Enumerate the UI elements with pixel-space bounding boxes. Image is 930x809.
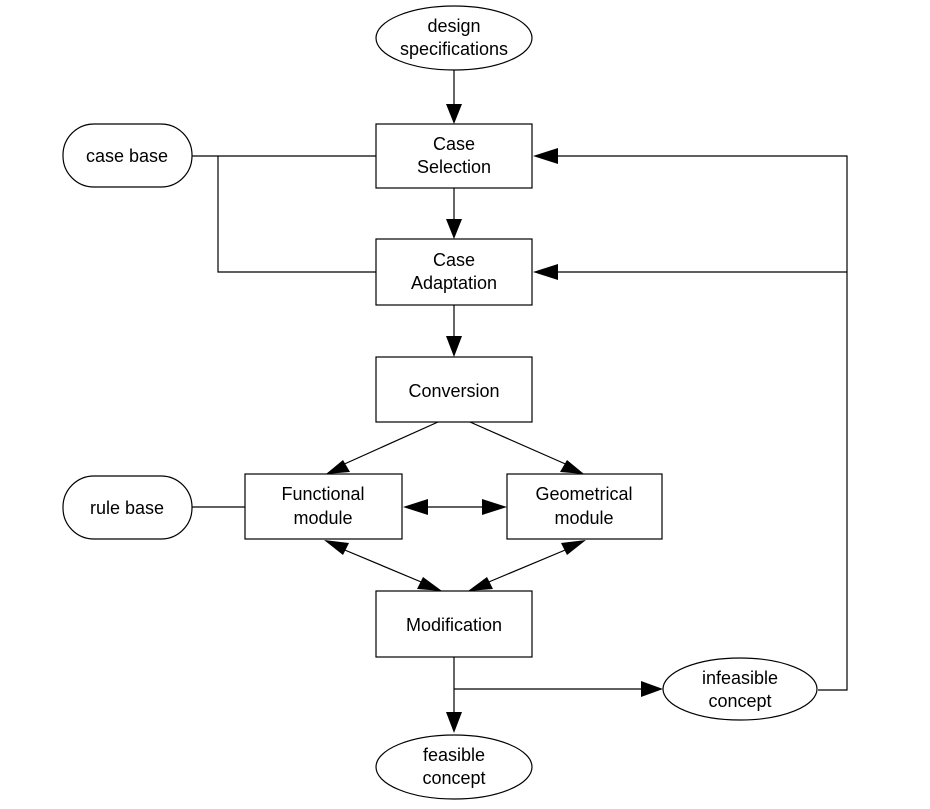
arrowhead-feasible-top [446,712,462,733]
arrowhead-modification-left [417,577,442,591]
infeasible-concept-line1: infeasible [702,668,778,688]
case-adaptation-line1: Case [433,250,475,270]
functional-module-line1: Functional [281,484,364,504]
edge-casebase-to-adaptation [217,156,376,273]
arrowhead-geometrical-top [560,460,584,474]
geometrical-module-line1: Geometrical [535,484,632,504]
infeasible-concept-line2: concept [708,691,771,711]
modification-label: Modification [406,615,502,635]
arrowhead-adaptation-top [446,219,462,239]
functional-module-line2: module [293,508,352,528]
arrowhead-geometrical-bottom [561,540,586,555]
case-selection-line1: Case [433,134,475,154]
arrowhead-functional-right [403,499,428,515]
connectors [192,70,848,715]
node-case-selection: Case Selection [375,123,533,189]
arrowhead-infeasible-left [641,681,663,697]
case-adaptation-line2: Adaptation [411,273,497,293]
edge-geometrical-modification [483,547,571,585]
arrowhead-functional-top [326,460,350,474]
case-base-label: case base [86,146,168,166]
node-modification: Modification [375,590,533,658]
node-case-base: case base [62,123,193,188]
arrowhead-adaptation-right [533,264,558,280]
edge-functional-modification [339,547,427,585]
rule-base-label: rule base [90,498,164,518]
edge-conversion-to-functional [339,421,439,467]
arrowheads [324,104,663,733]
arrowhead-selection-right [533,148,558,164]
feasible-concept-line1: feasible [423,745,485,765]
case-selection-line2: Selection [417,157,491,177]
conversion-label: Conversion [408,381,499,401]
feasible-concept-line2: concept [422,768,485,788]
geometrical-module-line2: module [554,508,613,528]
node-conversion: Conversion [375,356,533,423]
edge-infeasible-feedback [550,155,848,691]
arrowhead-modification-right [468,577,493,591]
node-infeasible-concept: infeasible concept [662,657,818,721]
node-rule-base: rule base [62,475,193,540]
arrowhead-selection-top [446,104,462,124]
node-case-adaptation: Case Adaptation [375,238,533,306]
node-feasible-concept: feasible concept [375,734,533,800]
node-geometrical-module: Geometrical module [506,473,663,540]
edge-conversion-to-geometrical [469,421,571,467]
arrowhead-geometrical-left [482,499,507,515]
node-design-specifications: design specifications [375,5,533,71]
design-specifications-line1: design [427,16,480,36]
arrowhead-conversion-top [446,336,462,357]
design-specifications-line2: specifications [400,39,508,59]
arrowhead-functional-bottom [324,540,349,555]
node-functional-module: Functional module [244,473,403,540]
